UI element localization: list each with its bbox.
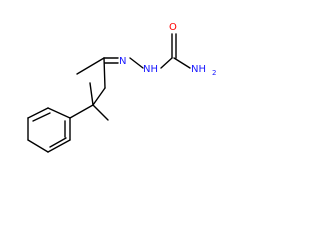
bond-ch2-cq: [92, 87, 106, 106]
structure-svg: N NH O NH 2: [27, 22, 216, 153]
bond-cq-me1: [92, 104, 109, 121]
ring-bond-2: [27, 107, 49, 119]
ring-inner-2: [49, 137, 67, 148]
molecule-diagram: N NH O NH 2: [27, 22, 216, 153]
bond-c-nh2: [173, 57, 191, 69]
bond-nh-co: [160, 57, 173, 69]
bond-methyl-c2: [76, 57, 105, 75]
ring-bond-5: [47, 139, 71, 153]
ring-inner-1: [32, 112, 51, 122]
bond-cq-me2: [89, 82, 94, 106]
bonds: [27, 33, 191, 153]
atom-n-imine: N: [119, 56, 126, 67]
atom-nh2-subscript: 2: [212, 69, 216, 77]
ring-bond-1: [47, 107, 71, 119]
atom-nh2: NH: [191, 64, 206, 75]
bond-n-n: [129, 57, 144, 69]
atom-labels: N NH O NH 2: [119, 22, 216, 77]
ring-bond-4: [27, 139, 49, 153]
atom-o: O: [169, 22, 177, 33]
bond-cq-phenyl: [69, 104, 94, 119]
bond-c2-ch2: [103, 57, 106, 89]
atom-nh: NH: [143, 64, 158, 75]
